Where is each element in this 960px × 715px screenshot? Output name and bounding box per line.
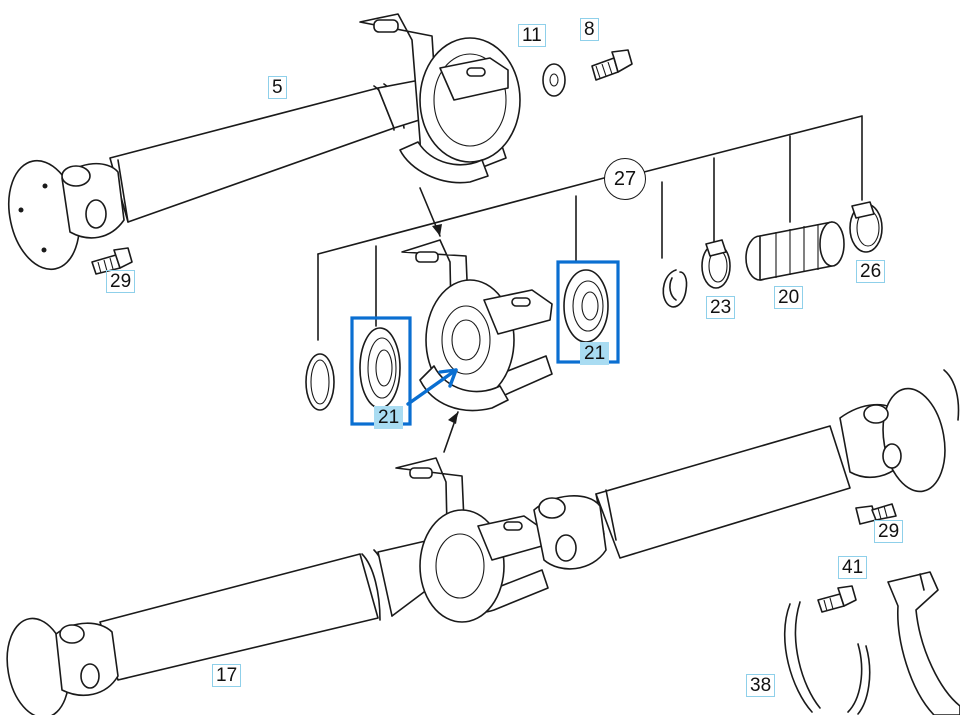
clamp-26 bbox=[849, 201, 883, 253]
bolt-8 bbox=[591, 49, 633, 81]
middle-center-bearing-bracket bbox=[401, 239, 553, 412]
upper-propeller-shaft bbox=[8, 79, 433, 271]
lower-right-bracket bbox=[887, 571, 960, 715]
clamp-23 bbox=[701, 239, 731, 289]
callout-21-right: 21 bbox=[580, 342, 610, 365]
group-27-leader-lines bbox=[317, 115, 863, 341]
lower-propeller-shaft bbox=[6, 539, 441, 715]
strap-38 bbox=[783, 601, 871, 715]
bolt-29-lower bbox=[855, 503, 897, 525]
callout-5: 5 bbox=[268, 76, 287, 99]
callout-29-upper: 29 bbox=[106, 270, 136, 293]
washer-11 bbox=[542, 63, 566, 97]
callout-17: 17 bbox=[212, 664, 242, 687]
callout-29-lower: 29 bbox=[874, 520, 904, 543]
callout-8: 8 bbox=[580, 18, 599, 41]
bolt-29-upper bbox=[91, 247, 133, 275]
rubber-boot-20 bbox=[745, 221, 845, 281]
assembly-arrows bbox=[419, 187, 459, 453]
callout-27: 27 bbox=[604, 158, 646, 200]
snap-ring bbox=[662, 269, 688, 308]
upper-center-bearing-bracket bbox=[359, 13, 521, 184]
callout-41: 41 bbox=[838, 556, 868, 579]
callout-11: 11 bbox=[518, 24, 546, 47]
callout-20: 20 bbox=[774, 286, 804, 309]
callout-23: 23 bbox=[706, 296, 736, 319]
lower-center-bearing-bracket bbox=[395, 457, 549, 623]
lower-right-shaft-section bbox=[533, 369, 960, 570]
bolt-41 bbox=[817, 585, 857, 613]
seal-ring-left bbox=[305, 353, 335, 411]
callout-38: 38 bbox=[746, 674, 776, 697]
callout-21-left: 21 bbox=[374, 406, 404, 429]
callout-26: 26 bbox=[856, 260, 886, 283]
highlight-arrow bbox=[406, 368, 458, 406]
